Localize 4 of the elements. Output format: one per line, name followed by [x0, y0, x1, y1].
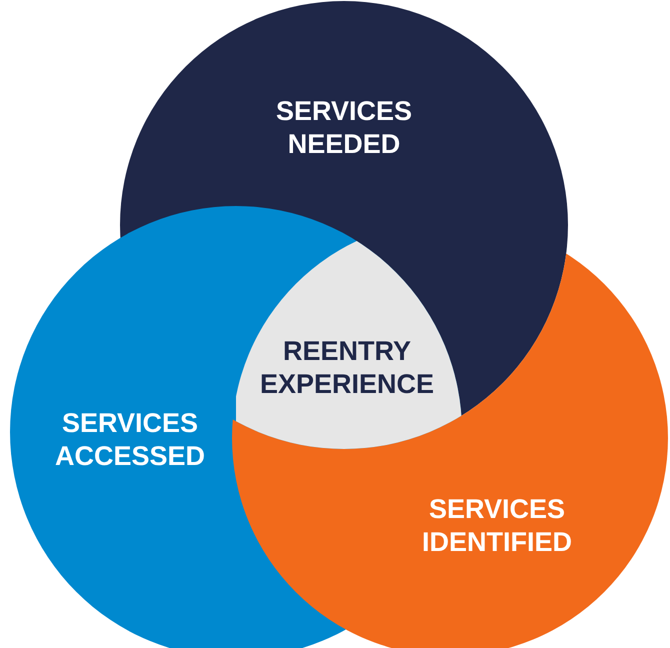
venn-label: SERVICES NEEDED — [274, 95, 414, 161]
venn-label: REENTRY EXPERIENCE — [258, 335, 436, 401]
venn-label: SERVICES ACCESSED — [54, 407, 206, 473]
venn-label: SERVICES IDENTIFIED — [420, 493, 573, 559]
